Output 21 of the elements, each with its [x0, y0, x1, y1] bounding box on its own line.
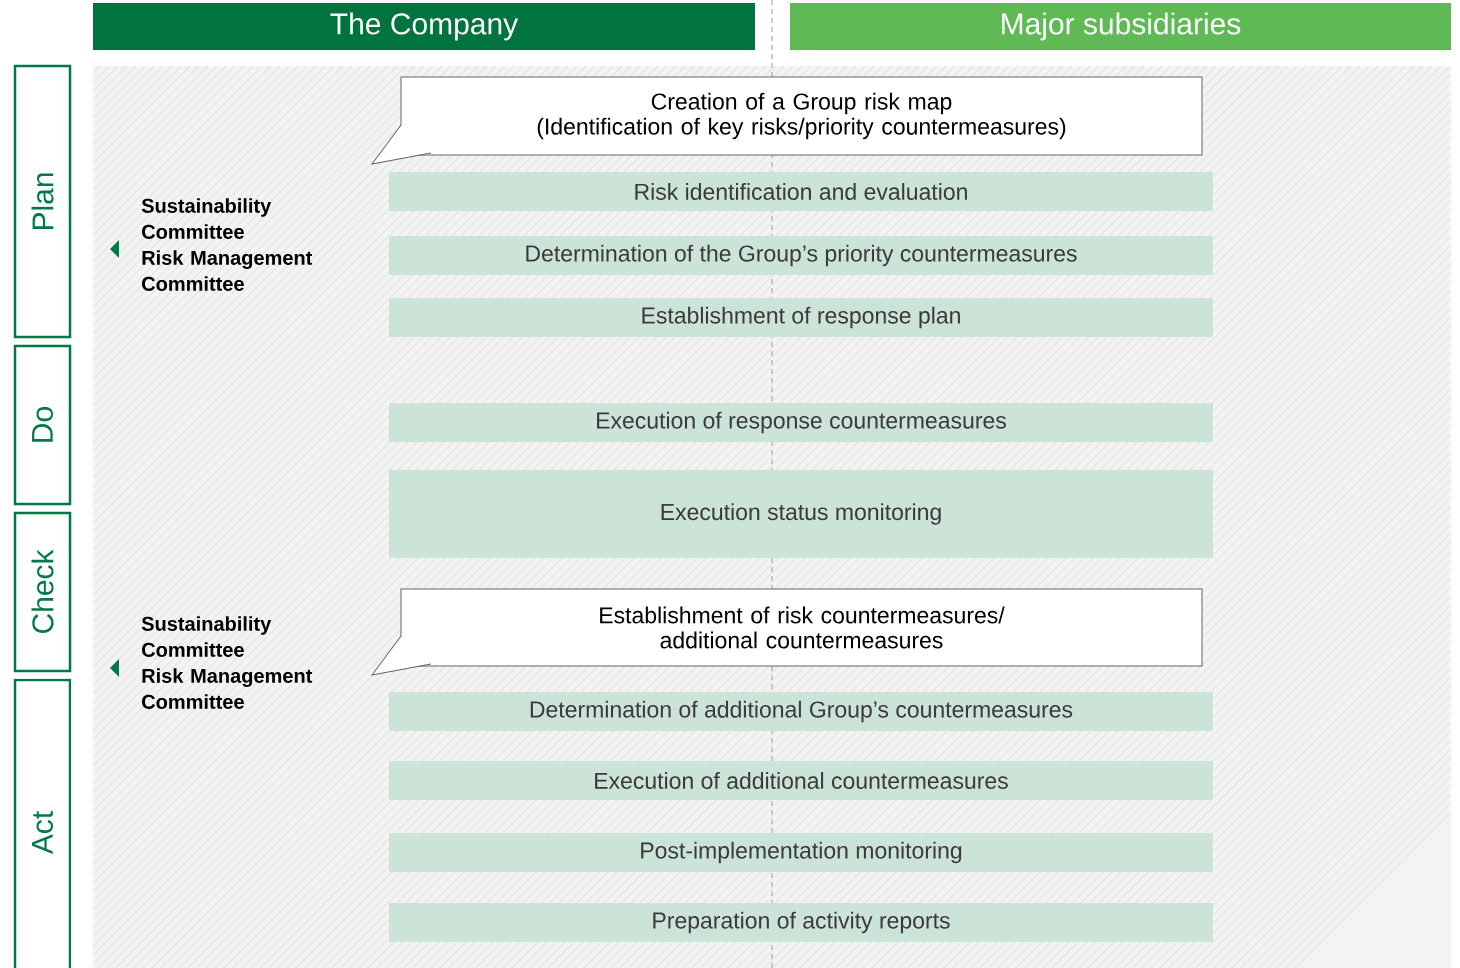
committee-label: Sustainability Committee — [141, 616, 272, 657]
column-header: The Company — [93, 3, 755, 50]
phase-box: Do — [13, 344, 72, 506]
committee-label: Risk Management Committee — [142, 250, 313, 291]
process-bar: Execution of response countermeasures — [389, 403, 1213, 442]
process-bar: Risk identification and evaluation — [389, 172, 1213, 211]
phase-box: Plan — [13, 64, 72, 339]
committee-label: Risk Management Committee — [142, 668, 313, 709]
process-bar: Execution of additional countermeasures — [389, 761, 1213, 800]
process-bar: Execution status monitoring — [389, 470, 1213, 558]
process-bar: Post-implementation monitoring — [389, 833, 1213, 872]
speech-bubble: Establishment of risk countermeasures/ additional countermeasures — [371, 588, 1203, 676]
process-bar: Determination of additional Group’s countermeasures — [389, 692, 1213, 731]
phase-box: Act — [13, 678, 72, 968]
process-bar: Preparation of activity reports — [389, 903, 1213, 942]
speech-bubble: Creation of a Group risk map (Identification of key risks/priority countermeasures) — [371, 76, 1203, 165]
committee-label: Sustainability Committee — [141, 198, 272, 239]
process-bar: Determination of the Group’s priority countermeasures — [389, 236, 1213, 275]
phase-box: Check — [13, 511, 72, 673]
column-header: Major subsidiaries — [790, 3, 1451, 50]
process-bar: Establishment of response plan — [389, 298, 1213, 337]
